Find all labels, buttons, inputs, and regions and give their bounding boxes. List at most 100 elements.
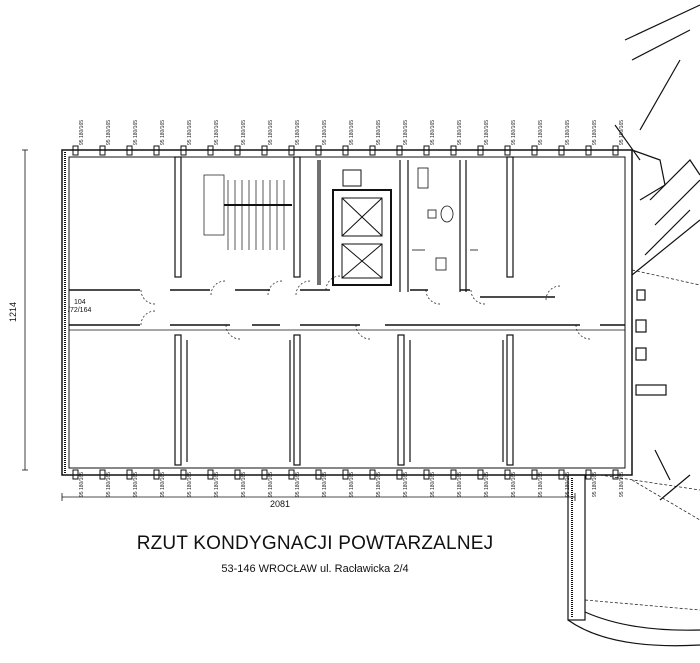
- door-swing: [355, 324, 371, 340]
- window-mullion: [342, 469, 349, 480]
- window-mullion: [72, 469, 79, 480]
- window-label: 95 180/165: [322, 471, 328, 497]
- window-mullion: [477, 145, 484, 156]
- window-label: 95 180/165: [349, 471, 355, 497]
- door-swing: [140, 289, 156, 305]
- window-label: 95 180/165: [565, 119, 571, 145]
- window-mullion: [180, 469, 187, 480]
- window-mullion: [180, 145, 187, 156]
- window-label: 95 180/165: [619, 119, 625, 145]
- window-mullion: [504, 145, 511, 156]
- window-label: 95 180/165: [349, 119, 355, 145]
- windows: [72, 145, 619, 480]
- window-mullion: [450, 469, 457, 480]
- window-label: 95 180/165: [187, 471, 193, 497]
- right-wing: [599, 4, 700, 521]
- window-mullion: [207, 145, 214, 156]
- dimension-lines: [22, 149, 576, 501]
- window-mullion: [369, 469, 376, 480]
- window-label: 95 180/165: [268, 471, 274, 497]
- window-label: 95 180/165: [322, 119, 328, 145]
- door-swing: [267, 280, 283, 296]
- window-label: 95 180/165: [430, 119, 436, 145]
- window-label: 95 180/165: [106, 119, 112, 145]
- window-mullion: [450, 145, 457, 156]
- window-label: 95 180/165: [160, 119, 166, 145]
- window-mullion: [153, 145, 160, 156]
- window-mullion: [288, 469, 295, 480]
- window-mullion: [126, 145, 133, 156]
- window-mullion: [531, 145, 538, 156]
- drawing-address: 53-146 WROCŁAW ul. Racławicka 2/4: [221, 563, 409, 575]
- window-mullion: [423, 469, 430, 480]
- window-mullion: [504, 469, 511, 480]
- door-swing: [425, 289, 441, 305]
- door-swing: [325, 275, 341, 291]
- door-swing: [210, 280, 226, 296]
- window-label: 95 180/165: [106, 471, 112, 497]
- window-mullion: [612, 145, 619, 156]
- window-mullion: [585, 469, 592, 480]
- window-mullion: [99, 469, 106, 480]
- dimension-width: 2081: [270, 499, 291, 509]
- window-label: 95 180/165: [619, 471, 625, 497]
- window-label: 95 180/165: [484, 119, 490, 145]
- window-mullion: [153, 469, 160, 480]
- window-mullion: [558, 469, 565, 480]
- window-label: 95 180/165: [295, 119, 301, 145]
- window-label: 95 180/165: [133, 471, 139, 497]
- window-label: 95 180/165: [214, 471, 220, 497]
- window-label: 95 180/165: [403, 471, 409, 497]
- window-mullion: [477, 469, 484, 480]
- doors: [140, 275, 591, 340]
- window-mullion: [72, 145, 79, 156]
- window-mullion: [315, 469, 322, 480]
- window-label: 95 180/165: [241, 471, 247, 497]
- door-swing: [140, 310, 156, 326]
- window-label: 95 180/165: [160, 471, 166, 497]
- door-label-bottom: /72/164: [68, 307, 92, 314]
- staircase: [203, 174, 292, 250]
- corridor: [69, 289, 625, 331]
- window-mullion: [369, 145, 376, 156]
- window-mullion: [207, 469, 214, 480]
- window-mullion: [234, 469, 241, 480]
- window-label: 95 180/165: [430, 471, 436, 497]
- window-label: 95 180/165: [268, 119, 274, 145]
- inner-wall-line: [68, 156, 626, 469]
- window-mullion: [612, 469, 619, 480]
- window-label: 95 180/165: [376, 119, 382, 145]
- window-label: 95 180/165: [484, 471, 490, 497]
- door-swing: [545, 285, 561, 301]
- interior-walls: [174, 156, 514, 466]
- window-label: 95 180/165: [79, 119, 85, 145]
- window-label: 95 180/165: [538, 119, 544, 145]
- window-label: 95 180/165: [403, 119, 409, 145]
- window-label: 95 180/165: [295, 471, 301, 497]
- window-mullion: [99, 145, 106, 156]
- window-mullion: [315, 145, 322, 156]
- window-mullion: [531, 469, 538, 480]
- door-swing: [295, 280, 311, 296]
- drawing-title: RZUT KONDYGNACJI POWTARZALNEJ: [136, 533, 494, 554]
- door-label-top: 104: [74, 299, 86, 306]
- window-label: 95 180/165: [592, 471, 598, 497]
- window-label: 95 180/165: [511, 471, 517, 497]
- window-label: 95 180/165: [457, 119, 463, 145]
- window-mullion: [234, 145, 241, 156]
- door-swing: [470, 289, 486, 305]
- dimension-height: 1214: [8, 301, 18, 322]
- window-label: 95 180/165: [457, 471, 463, 497]
- toilets: [412, 167, 478, 271]
- outer-wall: [61, 149, 633, 476]
- door-swing: [575, 324, 591, 340]
- window-mullion: [261, 469, 268, 480]
- window-mullion: [342, 145, 349, 156]
- window-mullion: [423, 145, 430, 156]
- window-mullion: [288, 145, 295, 156]
- window-label: 95 180/165: [376, 471, 382, 497]
- window-label: 95 180/165: [565, 471, 571, 497]
- window-mullion: [261, 145, 268, 156]
- bottom-wing: [567, 474, 700, 647]
